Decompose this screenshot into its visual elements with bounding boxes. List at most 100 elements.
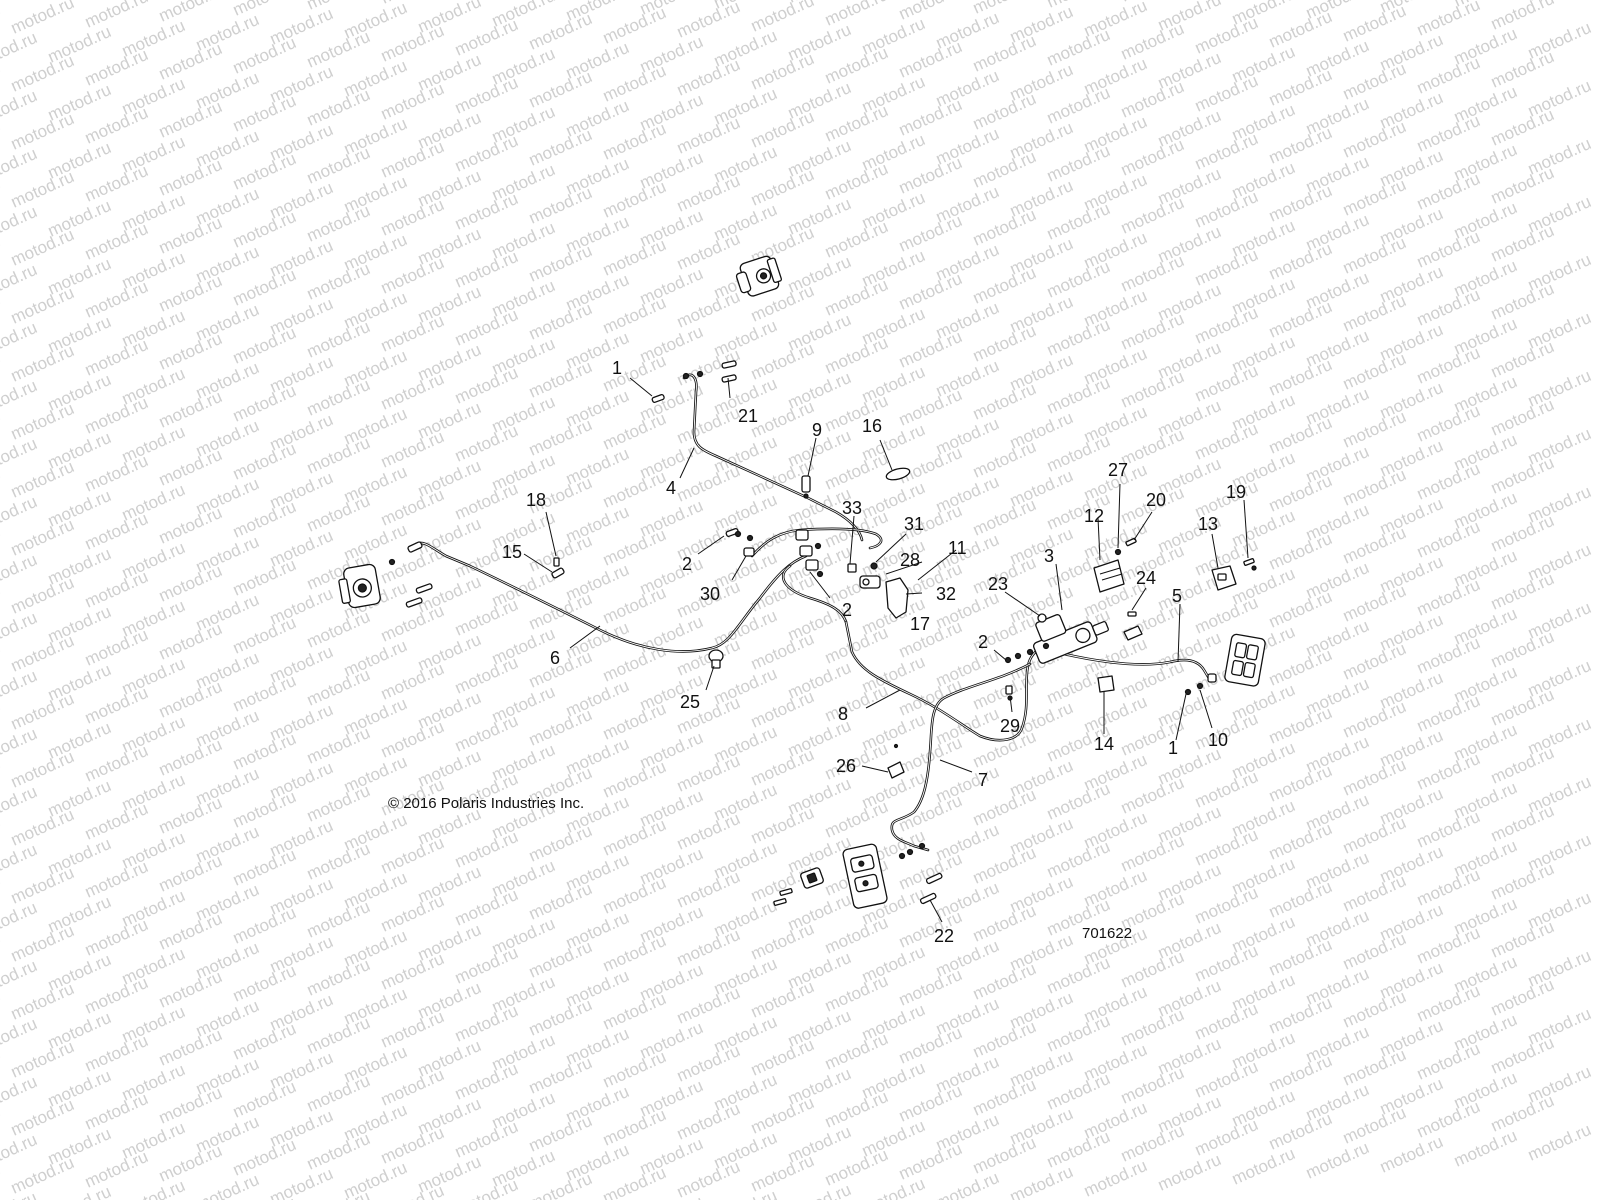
watermark-text: motod.ru xyxy=(896,269,965,314)
watermark-text: motod.ru xyxy=(8,283,77,328)
watermark-text: motod.ru xyxy=(378,1007,447,1052)
watermark-text: motod.ru xyxy=(82,509,151,554)
watermark-text: motod.ru xyxy=(1488,975,1557,1020)
watermark-text: motod.ru xyxy=(8,573,77,618)
part-24-boot xyxy=(1123,625,1143,641)
watermark-text: motod.ru xyxy=(378,21,447,66)
watermark-text: motod.ru xyxy=(1340,987,1409,1032)
watermark-text: motod.ru xyxy=(0,463,3,508)
watermark-text: motod.ru xyxy=(304,665,373,710)
callout-label: 1 xyxy=(612,358,622,378)
watermark-text: motod.ru xyxy=(674,809,743,854)
watermark-text: motod.ru xyxy=(304,723,373,768)
watermark-text: motod.ru xyxy=(896,1081,965,1126)
watermark-text: motod.ru xyxy=(970,843,1039,888)
watermark-text: motod.ru xyxy=(1488,163,1557,208)
watermark-text: motod.ru xyxy=(378,833,447,878)
watermark-text: motod.ru xyxy=(452,943,521,988)
watermark-text: motod.ru xyxy=(156,213,225,258)
watermark-text: motod.ru xyxy=(230,439,299,484)
watermark-text: motod.ru xyxy=(1414,0,1483,40)
fittings-top xyxy=(651,360,737,403)
watermark-text: motod.ru xyxy=(230,729,299,774)
callout-label: 24 xyxy=(1136,568,1156,588)
watermark-text: motod.ru xyxy=(1044,431,1113,476)
callout-label: 3 xyxy=(1044,546,1054,566)
watermark-text: motod.ru xyxy=(1303,1138,1372,1183)
watermark-text: motod.ru xyxy=(748,919,817,964)
watermark-text: motod.ru xyxy=(0,231,3,276)
watermark-text: motod.ru xyxy=(1488,801,1557,846)
watermark-text: motod.ru xyxy=(452,247,521,292)
watermark-text: motod.ru xyxy=(748,339,817,384)
watermark-text: motod.ru xyxy=(1266,819,1335,864)
watermark-text: motod.ru xyxy=(526,415,595,460)
fittings-rear xyxy=(773,842,943,906)
watermark-text: motod.ru xyxy=(1414,227,1483,272)
watermark-text: motod.ru xyxy=(0,173,3,218)
watermark-text: motod.ru xyxy=(526,125,595,170)
watermark-text: motod.ru xyxy=(452,1117,521,1162)
part-19-nut xyxy=(1251,565,1257,571)
watermark-text: motod.ru xyxy=(822,681,891,726)
watermark-text: motod.ru xyxy=(156,271,225,316)
part-26-dot xyxy=(893,743,899,749)
watermark-text: motod.ru xyxy=(230,787,299,832)
watermark-text: motod.ru xyxy=(600,3,669,48)
fittings-master xyxy=(1004,642,1050,701)
watermark-text: motod.ru xyxy=(1488,279,1557,324)
watermark-text: motod.ru xyxy=(8,689,77,734)
watermark-text: motod.ru xyxy=(378,427,447,472)
watermark-text: motod.ru xyxy=(8,167,77,212)
callout-label: 2 xyxy=(978,632,988,652)
watermark-text: motod.ru xyxy=(896,617,965,662)
watermark-text: motod.ru xyxy=(600,467,669,512)
watermark-text: motod.ru xyxy=(0,1043,3,1088)
callout-label: 1 xyxy=(1168,738,1178,758)
watermark-text: motod.ru xyxy=(1340,117,1409,162)
watermark-text: motod.ru xyxy=(674,925,743,970)
watermark-text: motod.ru xyxy=(1266,645,1335,690)
watermark-text: motod.ru xyxy=(156,967,225,1012)
watermark-text: motod.ru xyxy=(8,805,77,850)
watermark-text: motod.ru xyxy=(1118,309,1187,354)
watermark-text: motod.ru xyxy=(526,241,595,286)
watermark-text: motod.ru xyxy=(674,635,743,680)
watermark-text: motod.ru xyxy=(822,1087,891,1132)
watermark-text: motod.ru xyxy=(711,1186,780,1200)
watermark-text: motod.ru xyxy=(1488,1091,1557,1136)
watermark-text: motod.ru xyxy=(230,1135,299,1180)
watermark-text: motod.ru xyxy=(304,1013,373,1058)
watermark-text: motod.ru xyxy=(230,497,299,542)
watermark-text: motod.ru xyxy=(1488,627,1557,672)
watermark-text: motod.ru xyxy=(304,781,373,826)
callout-label: 13 xyxy=(1198,514,1218,534)
watermark-text: motod.ru xyxy=(896,327,965,372)
watermark-text: motod.ru xyxy=(600,699,669,744)
watermark-text: motod.ru xyxy=(674,1099,743,1144)
callout-label: 11 xyxy=(948,538,967,558)
watermark-text: motod.ru xyxy=(156,155,225,200)
watermark-text: motod.ru xyxy=(0,753,3,798)
watermark-text: motod.ru xyxy=(748,0,817,36)
watermark-text: motod.ru xyxy=(970,379,1039,424)
watermark-text: motod.ru xyxy=(748,977,817,1022)
watermark-text: motod.ru xyxy=(1340,407,1409,452)
callout-labels: 1 1 2 2 2 3 4 5 6 7 8 9 10 11 12 13 14 1… xyxy=(502,358,1246,946)
watermark-text: motod.ru xyxy=(748,165,817,210)
watermark-text: motod.ru xyxy=(748,1151,817,1196)
watermark-text: motod.ru xyxy=(600,351,669,396)
watermark-text: motod.ru xyxy=(1340,929,1409,974)
brake-lines xyxy=(414,373,1212,852)
watermark-text: motod.ru xyxy=(822,1029,891,1074)
parts xyxy=(338,255,1266,909)
brake-line-4-core xyxy=(683,374,863,541)
watermark-text: motod.ru xyxy=(230,265,299,310)
watermark-text: motod.ru xyxy=(1414,691,1483,736)
watermark-text: motod.ru xyxy=(156,97,225,142)
watermark-text: motod.ru xyxy=(8,109,77,154)
watermark-text: motod.ru xyxy=(600,119,669,164)
watermark-text: motod.ru xyxy=(526,1169,595,1200)
part-19-bolt xyxy=(1243,558,1255,566)
watermark-text: motod.ru xyxy=(378,369,447,414)
